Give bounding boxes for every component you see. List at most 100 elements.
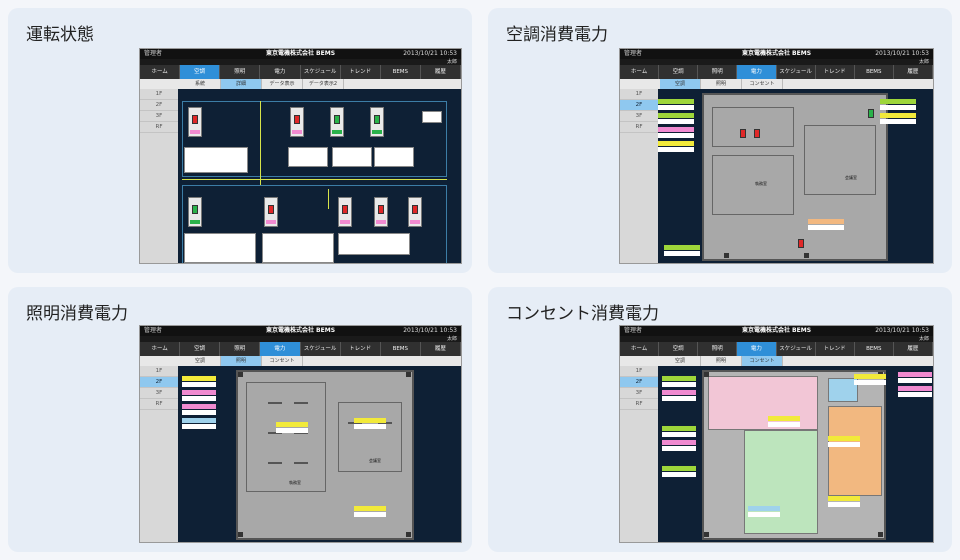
floor-plan-view: 執務室 会議室 <box>658 89 933 263</box>
nav-button[interactable]: ホーム <box>620 65 660 79</box>
card-title: 照明消費電力 <box>26 304 128 324</box>
nav-button[interactable]: 空調 <box>659 342 699 356</box>
floor-plan: 執務室 会議室 <box>236 370 414 540</box>
nav-button[interactable]: トレンド <box>815 65 855 79</box>
ahu-unit[interactable] <box>370 107 384 137</box>
sub-tab[interactable]: データ表示 <box>262 79 303 89</box>
ac-status-lamp[interactable] <box>754 129 760 138</box>
ahu-unit[interactable] <box>338 197 352 227</box>
sub-tab[interactable]: 照明 <box>701 79 742 89</box>
nav-button[interactable]: 履歴 <box>893 342 933 356</box>
datetime: 2013/10/21 10:53 <box>875 327 929 334</box>
sub-tab[interactable]: コンセント <box>262 356 303 366</box>
nav-button[interactable]: 電力 <box>260 65 301 79</box>
ahu-unit[interactable] <box>330 107 344 137</box>
floor-button[interactable]: 2F <box>620 100 658 111</box>
floor-button[interactable]: 3F <box>620 388 658 399</box>
ahu-group-upper <box>182 101 447 177</box>
nav-button[interactable]: 電力 <box>737 342 777 356</box>
floor-button[interactable]: RF <box>620 399 658 410</box>
floor-button[interactable]: 1F <box>620 89 658 100</box>
floor-plan-view <box>658 366 933 542</box>
nav-button[interactable]: スケジュール <box>776 342 816 356</box>
app-header: 管理者 東京電機株式会社 BEMS 2013/10/21 10:53 <box>620 49 933 59</box>
nav-button[interactable]: 照明 <box>698 65 738 79</box>
ahu-unit[interactable] <box>188 107 202 137</box>
screenshot-outlet: 管理者 東京電機株式会社 BEMS 2013/10/21 10:53 太郎 ホー… <box>619 325 934 543</box>
nav-button[interactable]: BEMS <box>380 65 421 79</box>
floor-button[interactable]: 2F <box>140 377 178 388</box>
nav-button[interactable]: スケジュール <box>300 65 341 79</box>
ahu-unit[interactable] <box>264 197 278 227</box>
nav-button[interactable]: 電力 <box>737 65 777 79</box>
floor-plan: 執務室 会議室 <box>702 93 888 261</box>
nav-button[interactable]: トレンド <box>340 65 381 79</box>
sub-tab[interactable]: 空調 <box>660 79 701 89</box>
nav-button[interactable]: 照明 <box>698 342 738 356</box>
floor-button[interactable]: 2F <box>140 100 178 111</box>
ac-status-lamp[interactable] <box>740 129 746 138</box>
sub-tab[interactable]: 空調 <box>180 356 221 366</box>
ahu-unit[interactable] <box>374 197 388 227</box>
nav-button[interactable]: 空調 <box>659 65 699 79</box>
ac-status-lamp[interactable] <box>868 109 874 118</box>
app-header: 管理者 東京電機株式会社 BEMS 2013/10/21 10:53 <box>140 326 461 336</box>
floor-button[interactable]: 3F <box>620 111 658 122</box>
floor-button[interactable]: 3F <box>140 388 178 399</box>
sub-tabs: 空調照明コンセント <box>140 356 461 366</box>
ahu-unit[interactable] <box>290 107 304 137</box>
floor-button[interactable]: 1F <box>620 366 658 377</box>
room-label: 会議室 <box>845 175 857 180</box>
sub-tab[interactable]: コンセント <box>742 79 783 89</box>
user-role: 管理者 <box>624 50 643 57</box>
nav-button[interactable]: トレンド <box>340 342 381 356</box>
nav-button[interactable]: 電力 <box>260 342 301 356</box>
floor-button[interactable]: RF <box>620 122 658 133</box>
floor-button[interactable]: RF <box>140 399 178 410</box>
room-label: 会議室 <box>369 458 381 463</box>
card-title: コンセント消費電力 <box>506 304 659 324</box>
user-role: 管理者 <box>624 327 643 334</box>
ahu-unit[interactable] <box>408 197 422 227</box>
nav-button[interactable]: 照明 <box>220 65 261 79</box>
floor-button[interactable]: RF <box>140 122 178 133</box>
nav-button[interactable]: 履歴 <box>893 65 933 79</box>
screenshot-operation: 管理者 東京電機株式会社 BEMS 2013/10/21 10:53 太郎 ホー… <box>139 48 462 264</box>
floor-button[interactable]: 2F <box>620 377 658 388</box>
ahu-unit[interactable] <box>188 197 202 227</box>
nav-button[interactable]: 空調 <box>180 65 221 79</box>
room-label: 執務室 <box>755 181 767 186</box>
sub-tab[interactable]: データ表示2 <box>303 79 344 89</box>
nav-button[interactable]: BEMS <box>854 65 894 79</box>
nav-button[interactable]: ホーム <box>620 342 660 356</box>
nav-button[interactable]: BEMS <box>854 342 894 356</box>
datetime: 2013/10/21 10:53 <box>875 50 929 57</box>
nav-button[interactable]: 空調 <box>180 342 221 356</box>
floor-button[interactable]: 1F <box>140 89 178 100</box>
nav-button[interactable]: スケジュール <box>300 342 341 356</box>
sub-tab[interactable]: 照明 <box>221 356 262 366</box>
nav-button[interactable]: ホーム <box>140 65 181 79</box>
floor-button[interactable]: 3F <box>140 111 178 122</box>
zone-pink <box>708 376 818 430</box>
nav-button[interactable]: スケジュール <box>776 65 816 79</box>
ac-status-lamp[interactable] <box>798 239 804 248</box>
nav-button[interactable]: 履歴 <box>420 65 461 79</box>
datetime: 2013/10/21 10:53 <box>403 327 457 334</box>
sub-tab[interactable]: 詳細 <box>221 79 262 89</box>
nav-button[interactable]: BEMS <box>380 342 421 356</box>
nav-button[interactable]: ホーム <box>140 342 181 356</box>
sub-tab[interactable]: 照明 <box>701 356 742 366</box>
app-title: 東京電機株式会社 BEMS <box>265 327 336 334</box>
floor-button[interactable]: 1F <box>140 366 178 377</box>
sub-tab[interactable]: コンセント <box>742 356 783 366</box>
user-name: 太郎 <box>446 336 457 342</box>
sub-tab[interactable]: 空調 <box>660 356 701 366</box>
nav-button[interactable]: 照明 <box>220 342 261 356</box>
sub-tab[interactable]: 系統 <box>180 79 221 89</box>
zone-orange <box>828 406 882 496</box>
sub-tabs: 空調照明コンセント <box>620 356 933 366</box>
nav-button[interactable]: 履歴 <box>420 342 461 356</box>
nav-button[interactable]: トレンド <box>815 342 855 356</box>
